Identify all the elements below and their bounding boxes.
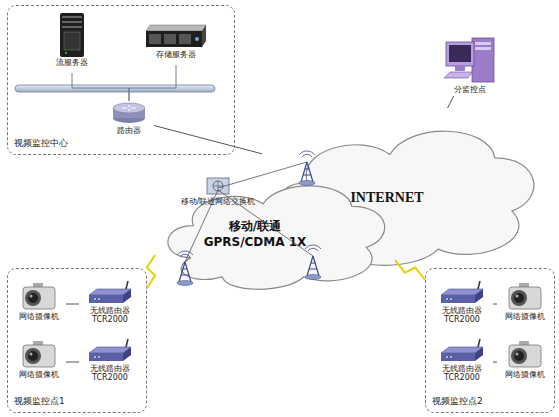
group-label: 视频监控点1 (14, 395, 65, 408)
device-label: 无线路由器 TCR2000 (431, 364, 493, 382)
device-node: 路由器 (104, 101, 154, 137)
camera-icon (19, 341, 59, 369)
signal-tower (299, 151, 315, 185)
device-node: 无线路由器 TCR2000 (431, 339, 493, 385)
wrouter-icon (439, 339, 485, 363)
device-label: 移动/联通网络交换机 (181, 197, 256, 206)
site-group: 视频监控点1网络摄像机无线路由器 TCR2000网络摄像机无线路由器 TCR20… (7, 268, 147, 413)
device-label: 流服务器 (56, 58, 88, 67)
network-link (72, 73, 129, 101)
device-label: 路由器 (117, 126, 141, 135)
device-label: 网络摄像机 (505, 370, 545, 379)
cloud-label: 移动/联通 GPRS/CDMA 1X (190, 218, 320, 249)
signal-tower (177, 251, 193, 286)
wrouter-icon (439, 281, 485, 305)
site-group: 视频监控点2无线路由器 TCR2000网络摄像机无线路由器 TCR2000网络摄… (425, 268, 555, 413)
cloud-label: INTERNET (342, 190, 432, 206)
camera-icon (505, 283, 545, 311)
wireless-link (147, 255, 155, 288)
device-label: 无线路由器 TCR2000 (79, 306, 141, 324)
device-node: 存储服务器 (136, 23, 216, 65)
switch-link (218, 190, 313, 256)
network-link (448, 96, 454, 108)
network-link (493, 304, 497, 305)
switch-icon (205, 176, 231, 196)
device-node: 流服务器 (41, 13, 103, 73)
device-node: 网络摄像机 (497, 283, 552, 325)
site-group: 视频监控中心 流服务器 存储服务器路由器 (7, 5, 235, 155)
device-node: 无线路由器 TCR2000 (431, 281, 493, 327)
device-node: 移动/联通网络交换机 (158, 176, 278, 210)
switch-link (185, 190, 218, 262)
network-link (66, 362, 79, 363)
device-label: 网络摄像机 (505, 312, 545, 321)
network-link (66, 304, 79, 305)
device-node: 无线路由器 TCR2000 (79, 339, 141, 385)
group-label: 视频监控点2 (432, 395, 483, 408)
device-label: 网络摄像机 (19, 312, 59, 321)
network-link (129, 65, 176, 101)
switch-link (218, 162, 307, 188)
device-node: 无线路由器 TCR2000 (79, 281, 141, 327)
wrouter-icon (87, 281, 133, 305)
device-label: 分监控点 (454, 85, 486, 94)
device-node: 分监控点 (432, 34, 508, 96)
router-icon (111, 101, 147, 125)
device-node: 网络摄像机 (497, 341, 552, 383)
device-node: 网络摄像机 (11, 283, 66, 325)
wrouter-icon (87, 339, 133, 363)
device-label: 无线路由器 TCR2000 (431, 306, 493, 324)
network-link (493, 362, 497, 363)
network-cloud: 移动/联通 GPRS/CDMA 1X 移动/联通网络交换机 (155, 168, 395, 296)
switch-links (185, 162, 313, 262)
network-link (154, 126, 262, 154)
signal-tower (305, 245, 321, 280)
device-label: 网络摄像机 (19, 370, 59, 379)
server-icon (58, 13, 86, 57)
camera-icon (505, 341, 545, 369)
device-node: 网络摄像机 (11, 341, 66, 383)
camera-icon (19, 283, 59, 311)
storage-icon (144, 23, 208, 49)
device-label: 无线路由器 TCR2000 (79, 364, 141, 382)
tower-group (177, 151, 321, 285)
device-label: 存储服务器 (156, 50, 196, 59)
pc-icon (442, 34, 498, 84)
wireless-link (395, 260, 425, 280)
group-label: 视频监控中心 (14, 137, 68, 150)
